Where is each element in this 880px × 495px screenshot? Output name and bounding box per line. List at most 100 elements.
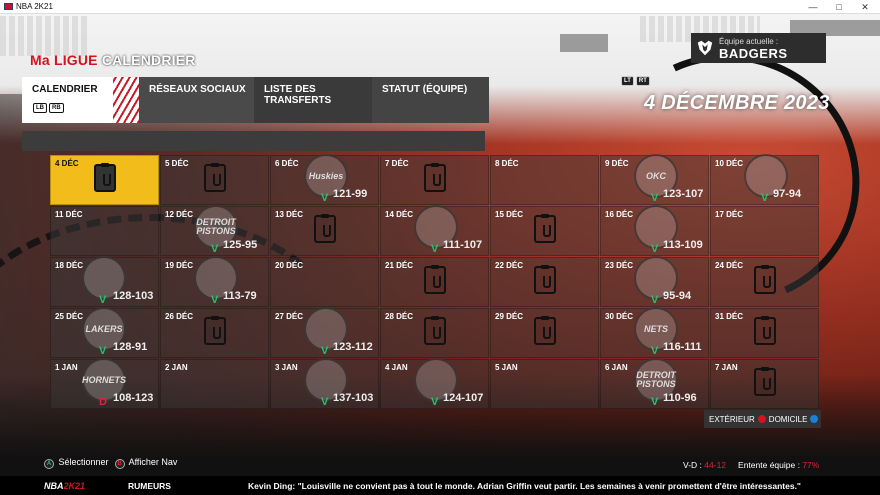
game-result: V <box>651 243 659 255</box>
tab-label: LISTE DES TRANSFERTS <box>264 84 332 106</box>
calendar-day[interactable]: 26 DÉC <box>160 308 269 358</box>
calendar-day-label: 7 DÉC <box>385 159 409 168</box>
calendar-day-label: 31 DÉC <box>715 312 744 321</box>
practice-clipboard-icon <box>424 265 446 294</box>
bucks-retro-logo-icon <box>741 154 791 198</box>
a-button-icon: A <box>44 459 54 469</box>
info-bar <box>22 131 485 151</box>
calendar-day[interactable]: 20 DÉC <box>270 257 379 307</box>
opponent-logo-badge <box>82 256 126 300</box>
calendar-day[interactable]: 28 DÉC <box>380 308 489 358</box>
calendar-day[interactable]: 22 DÉC <box>490 257 599 307</box>
game-result: V <box>431 396 439 408</box>
trigger-hints: LT RT <box>621 76 650 86</box>
menu-tabs: CALENDRIER LB RB RÉSEAUX SOCIAUX LISTE D… <box>22 77 489 123</box>
calendar-day[interactable]: 24 DÉC <box>710 257 819 307</box>
game-score: 137-103 <box>333 392 374 404</box>
game-score: 97-94 <box>773 188 802 200</box>
opponent-logo-text: HORNETS <box>81 374 126 385</box>
calendar-day[interactable]: 4 DÉC <box>50 155 159 205</box>
huskies-logo-icon: Huskies <box>301 154 351 198</box>
opponent-logo-badge <box>634 358 678 402</box>
calendar-day-label: 2 JAN <box>165 363 188 372</box>
legend-home-label: DOMICILE <box>768 414 808 424</box>
calendar-day-label: 1 JAN <box>55 363 78 372</box>
tab-liste-des-transferts[interactable]: LISTE DES TRANSFERTS <box>254 77 372 123</box>
thunder-logo-icon: OKC <box>631 154 681 198</box>
hint-nav[interactable]: B Afficher Nav <box>114 457 177 469</box>
game-score: 123-112 <box>333 341 373 353</box>
close-button[interactable]: ✕ <box>861 2 869 12</box>
game-score: 113-109 <box>663 239 703 251</box>
minimize-button[interactable]: — <box>808 2 818 12</box>
current-team-label: Équipe actuelle : <box>719 37 779 46</box>
opponent-logo-badge <box>414 358 458 402</box>
controller-hints: A Sélectionner B Afficher Nav <box>44 457 177 469</box>
game-result: V <box>321 192 329 204</box>
opponent-logo-text: DETROIT PISTONS <box>196 217 236 236</box>
calendar-day[interactable]: 7 JAN <box>710 359 819 409</box>
chemistry: Entente équipe : 77% <box>738 460 819 470</box>
game-result: V <box>321 396 329 408</box>
team-record: V-D : 44-12 Entente équipe : 77% <box>677 456 834 473</box>
opponent-logo-badge <box>82 307 126 351</box>
calendar-day[interactable]: 13 DÉC <box>270 206 379 256</box>
calendar-day-label: 30 DÉC <box>605 312 634 321</box>
maximize-button[interactable]: □ <box>836 2 842 12</box>
opponent-logo-badge <box>634 154 678 198</box>
badger-icon <box>697 40 713 56</box>
calendar-day[interactable]: 8 DÉC <box>490 155 599 205</box>
pistons-logo-icon: DETROIT PISTONS <box>631 358 681 402</box>
calendar-day-label: 13 DÉC <box>275 210 304 219</box>
calendar-day[interactable]: 2 JAN <box>160 359 269 409</box>
rt-button-icon[interactable]: RT <box>635 76 650 86</box>
calendar-day-label: 17 DÉC <box>715 210 744 219</box>
rockets-logo-icon <box>411 358 461 402</box>
bumper-hints: LB RB <box>33 103 64 113</box>
nba2k21-logo: NBA2K21 <box>44 481 128 491</box>
tab-label: RÉSEAUX SOCIAUX <box>149 84 246 95</box>
calendar-day[interactable]: 5 JAN <box>490 359 599 409</box>
tab-statut-equipe[interactable]: STATUT (ÉQUIPE) <box>372 77 489 123</box>
calendar-day-label: 14 DÉC <box>385 210 414 219</box>
calendar-day[interactable]: 15 DÉC <box>490 206 599 256</box>
calendar-day[interactable]: 11 DÉC <box>50 206 159 256</box>
game-score: 111-107 <box>443 239 483 251</box>
practice-clipboard-icon <box>314 214 336 243</box>
game-score: 124-107 <box>443 392 484 404</box>
practice-clipboard-icon <box>754 265 776 294</box>
calendar-day[interactable]: 7 DÉC <box>380 155 489 205</box>
bucks-logo-icon <box>301 307 351 351</box>
nba-app-icon <box>4 3 13 10</box>
calendar-day[interactable]: 5 DÉC <box>160 155 269 205</box>
opponent-logo-badge <box>634 256 678 300</box>
calendar-day[interactable]: 17 DÉC <box>710 206 819 256</box>
tab-calendrier[interactable]: CALENDRIER LB RB <box>22 77 139 123</box>
lt-button-icon[interactable]: LT <box>621 76 634 86</box>
hint-select[interactable]: A Sélectionner <box>44 457 109 469</box>
calendar-day[interactable]: 21 DÉC <box>380 257 489 307</box>
current-team-panel: Équipe actuelle : BADGERS <box>691 33 826 63</box>
calendar-day[interactable]: 31 DÉC <box>710 308 819 358</box>
tab-reseaux-sociaux[interactable]: RÉSEAUX SOCIAUX <box>139 77 254 123</box>
pistons-logo-icon: DETROIT PISTONS <box>191 205 241 249</box>
calendar-day-label: 26 DÉC <box>165 312 194 321</box>
logo-text-a: NBA <box>44 480 64 491</box>
calendar-day[interactable]: 29 DÉC <box>490 308 599 358</box>
